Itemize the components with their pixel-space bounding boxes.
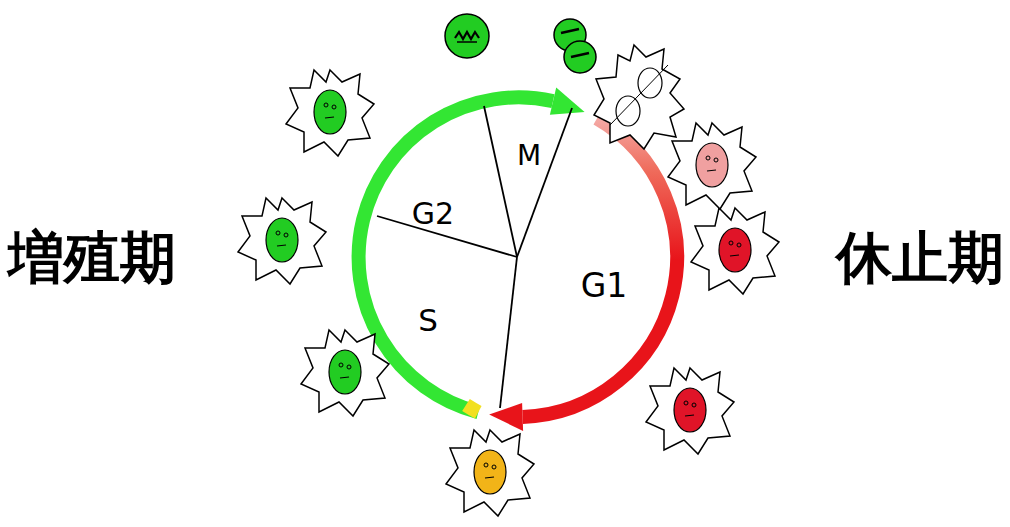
phase-letter: M <box>517 142 541 170</box>
dividing-cell <box>554 19 596 73</box>
cell <box>691 208 779 294</box>
cell <box>446 430 534 516</box>
phase-divider <box>377 106 572 408</box>
phase-letter: S <box>418 305 438 336</box>
mitotic-cell <box>445 14 489 58</box>
cell <box>646 368 734 454</box>
cell <box>668 123 756 209</box>
arrow-head <box>489 403 523 431</box>
phase-name: 増殖期 <box>8 230 176 286</box>
phase-letter: G1 <box>581 269 628 302</box>
resting-arrow <box>523 118 677 417</box>
cell <box>286 70 374 156</box>
cell <box>301 330 389 416</box>
phase-name: 休止期 <box>836 230 1004 286</box>
arrow-head <box>550 88 585 115</box>
transition-mark <box>466 405 478 412</box>
daughter-cells <box>594 45 684 149</box>
phase-letter: G2 <box>412 199 454 229</box>
cell <box>238 198 326 284</box>
